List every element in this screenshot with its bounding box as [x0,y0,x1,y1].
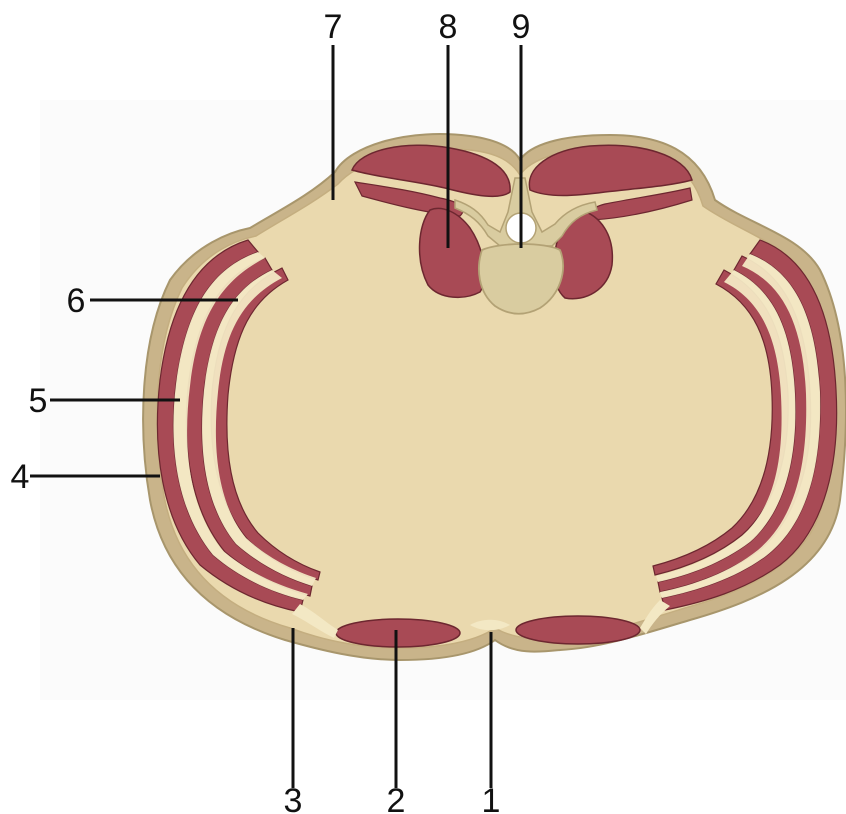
label-7: 7 [324,8,343,46]
label-8: 8 [439,8,458,46]
label-2: 2 [387,782,406,814]
label-3: 3 [284,782,303,814]
label-9: 9 [512,8,531,46]
label-1: 1 [482,782,501,814]
label-5: 5 [29,382,48,420]
left-rectus-abdominis [336,619,460,647]
label-6: 6 [67,282,86,320]
right-rectus-abdominis [516,616,640,644]
label-4: 4 [11,458,30,496]
